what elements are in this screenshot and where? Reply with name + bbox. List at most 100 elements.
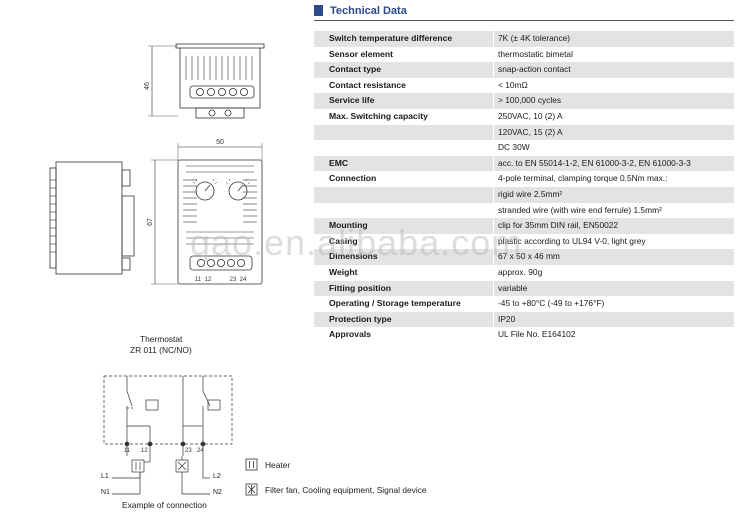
wiring-label-n1: N1	[101, 489, 110, 496]
wiring-terminal-24: 24	[197, 448, 204, 454]
spec-value: plastic according to UL94 V-0, light gre…	[498, 235, 646, 246]
spec-row: Service life > 100,000 cycles	[314, 93, 734, 109]
spec-label: Contact type	[329, 64, 382, 75]
spec-row: Contact type snap-action contact	[314, 62, 734, 78]
spec-value: 4-pole terminal, clamping torque 0.5Nm m…	[498, 173, 668, 184]
spec-row: stranded wire (with wire end ferrule) 1.…	[314, 202, 734, 219]
spec-row: Weight approx. 90g	[314, 264, 734, 281]
column-divider	[493, 171, 494, 187]
spec-label: Sensor element	[329, 48, 393, 59]
terminal-label-23: 23	[230, 277, 237, 283]
column-divider	[493, 264, 494, 281]
watermark: qao.en.alibaba.com	[190, 222, 523, 263]
column-divider	[493, 296, 494, 312]
spec-value: > 100,000 cycles	[498, 95, 562, 106]
column-divider	[493, 93, 494, 109]
spec-value: UL File No. E164102	[498, 329, 576, 340]
spec-value: -45 to +80°C (-49 to +176°F)	[498, 298, 605, 309]
spec-value: stranded wire (with wire end ferrule) 1.…	[498, 204, 662, 215]
wiring-terminal-23: 23	[185, 448, 192, 454]
section-header: Technical Data	[314, 2, 734, 21]
spec-label: Protection type	[329, 313, 392, 324]
wiring-diagram	[103, 375, 233, 495]
section-marker	[314, 5, 323, 16]
spec-table: Switch temperature difference 7K (± 4K to…	[314, 31, 734, 343]
column-divider	[493, 108, 494, 125]
spec-label: Service life	[329, 95, 375, 106]
spec-row: Switch temperature difference 7K (± 4K to…	[314, 31, 734, 47]
spec-row: Dimensions 67 x 50 x 46 mm	[314, 249, 734, 265]
heater-icon	[245, 458, 258, 471]
spec-value: 7K (± 4K tolerance)	[498, 33, 571, 43]
wiring-label-l2: L2	[213, 473, 221, 480]
fan-icon	[245, 483, 258, 496]
spec-row: 120VAC, 15 (2) A	[314, 124, 734, 141]
spec-label: Switch temperature difference	[329, 33, 453, 43]
spec-value: < 10mΩ	[498, 79, 528, 90]
spec-label: Mounting	[329, 220, 368, 231]
spec-value: rigid wire 2.5mm²	[498, 188, 563, 199]
dimension-width: 50	[216, 139, 224, 146]
column-divider	[493, 311, 494, 328]
column-divider	[493, 280, 494, 297]
spec-value: acc. to EN 55014-1-2, EN 61000-3-2, EN 6…	[498, 157, 691, 168]
spec-row: Approvals UL File No. E164102	[314, 327, 734, 343]
spec-row: Max. Switching capacity 250VAC, 10 (2) A	[314, 108, 734, 125]
column-divider	[493, 62, 494, 78]
spec-value: snap-action contact	[498, 64, 571, 75]
spec-row: Casing plastic according to UL94 V-0, lig…	[314, 233, 734, 250]
spec-value: 250VAC, 10 (2) A	[498, 110, 563, 121]
spec-value: approx. 90g	[498, 266, 543, 277]
dimension-height-top: 46	[144, 82, 151, 90]
wiring-caption: Example of connection	[122, 500, 207, 510]
column-divider	[493, 186, 494, 203]
legend-heater-text: Heater	[265, 460, 291, 470]
column-divider	[493, 202, 494, 219]
spec-row: Sensor element thermostatic bimetal	[314, 46, 734, 63]
wiring-terminal-11: 11	[124, 448, 131, 454]
column-divider	[493, 327, 494, 343]
column-divider	[493, 77, 494, 94]
spec-label: Contact resistance	[329, 79, 406, 90]
spec-label: EMC	[329, 157, 349, 168]
spec-label: Max. Switching capacity	[329, 110, 428, 121]
spec-label: Approvals	[329, 329, 372, 340]
wiring-label-n2: N2	[213, 489, 222, 496]
column-divider	[493, 249, 494, 265]
column-divider	[493, 124, 494, 141]
spec-label: Connection	[329, 173, 377, 184]
spec-value: DC 30W	[498, 142, 530, 153]
spec-label: Operating / Storage temperature	[329, 298, 461, 309]
spec-row: Protection type IP20	[314, 311, 734, 328]
section-title: Technical Data	[330, 5, 407, 17]
spec-row: EMC acc. to EN 55014-1-2, EN 61000-3-2, E…	[314, 155, 734, 172]
spec-row: Connection 4-pole terminal, clamping torq…	[314, 171, 734, 187]
column-divider	[493, 218, 494, 234]
legend-fan-text: Filter fan, Cooling equipment, Signal de…	[265, 485, 427, 495]
spec-value: 67 x 50 x 46 mm	[498, 251, 560, 262]
top-view-drawing	[148, 43, 265, 119]
wiring-title-line1: Thermostat	[140, 334, 183, 344]
spec-value: 120VAC, 15 (2) A	[498, 126, 563, 137]
spec-label: Casing	[329, 235, 358, 246]
front-view-drawing	[151, 143, 263, 285]
spec-row: Contact resistance < 10mΩ	[314, 77, 734, 94]
spec-row: Mounting clip for 35mm DIN rail, EN50022	[314, 218, 734, 234]
spec-row: Operating / Storage temperature -45 to +8…	[314, 296, 734, 312]
wiring-title-line2: ZR 011 (NC/NO)	[130, 345, 192, 355]
column-divider	[493, 46, 494, 63]
terminal-label-24: 24	[240, 277, 247, 283]
wiring-terminal-12: 12	[141, 448, 148, 454]
dimension-height-front: 67	[147, 218, 154, 226]
spec-value: thermostatic bimetal	[498, 48, 573, 59]
spec-value: IP20	[498, 313, 516, 324]
wiring-label-l1: L1	[101, 473, 109, 480]
terminal-label-11: 11	[195, 277, 202, 283]
spec-label: Weight	[329, 266, 358, 277]
spec-label: Dimensions	[329, 251, 378, 262]
spec-value: clip for 35mm DIN rail, EN50022	[498, 220, 619, 231]
spec-row: rigid wire 2.5mm²	[314, 186, 734, 203]
terminal-label-12: 12	[205, 277, 212, 283]
column-divider	[493, 31, 494, 47]
